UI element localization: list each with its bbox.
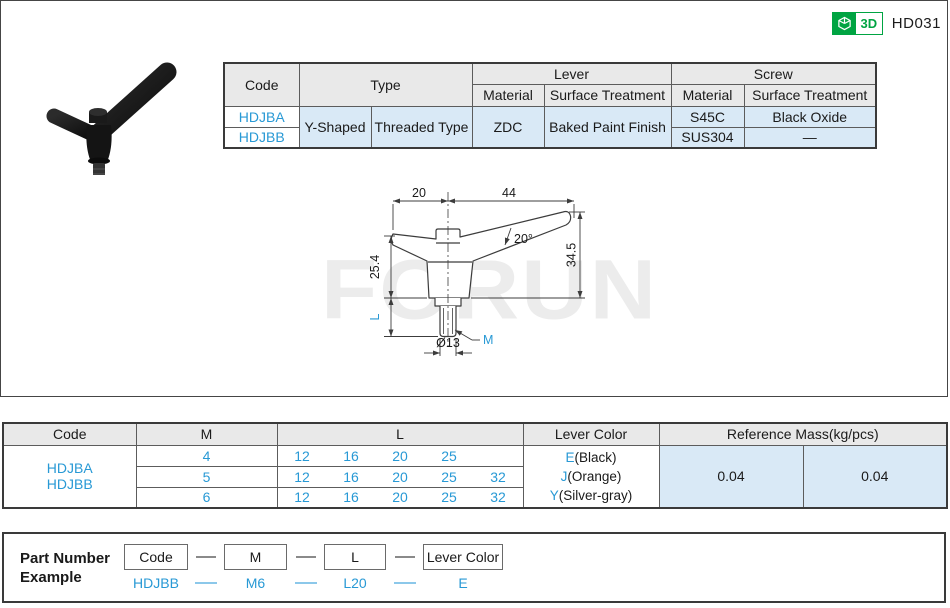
spec-screw-material-1: S45C	[670, 105, 745, 128]
spec-col-lever: Lever	[471, 62, 672, 85]
l-value[interactable]: 20	[392, 489, 408, 506]
spec-col-lever-surface: Surface Treatment	[543, 83, 672, 107]
product-section: 3D HD031	[0, 0, 948, 397]
3d-badge-label: 3D	[860, 16, 878, 31]
spec-screw-surface-1: Black Oxide	[743, 105, 877, 128]
pne-box-lever-color: Lever Color	[423, 544, 503, 570]
l-values: 12 16 20 25 32	[278, 468, 522, 485]
l-value[interactable]: 16	[343, 468, 359, 485]
l-values: 12 16 20 25 32	[278, 489, 522, 506]
spec-code-hdjbb[interactable]: HDJBB	[223, 126, 300, 149]
page-code: HD031	[891, 15, 941, 32]
spec-col-screw-surface: Surface Treatment	[743, 83, 877, 107]
ref-mass-2: 0.04	[802, 444, 948, 509]
table-row: 6 12 16 20 25 32	[3, 486, 947, 509]
size-col-code: Code	[2, 422, 137, 446]
l-value[interactable]: 25	[441, 468, 457, 485]
l-value[interactable]	[474, 448, 523, 464]
dim-arm-long: 44	[502, 186, 516, 200]
dim-thread-length: L	[368, 313, 382, 320]
dash-connector	[394, 556, 415, 558]
pne-value-m: M6	[245, 575, 266, 591]
dim-diameter: Ø13	[436, 336, 460, 350]
l-value[interactable]: 20	[392, 447, 408, 464]
spec-col-screw-material: Material	[670, 83, 745, 107]
m-value[interactable]: 5	[135, 465, 278, 488]
spec-type-shape: Y-Shaped	[298, 105, 372, 149]
l-value[interactable]: 12	[294, 468, 310, 485]
l-value[interactable]: 25	[441, 489, 457, 506]
table-row: HDJBA HDJBB 4 12 16 20 25 E(Black) J(Ora…	[2, 444, 948, 509]
size-col-m: M	[135, 422, 278, 446]
spec-lever-material: ZDC	[471, 105, 545, 149]
part-number-example-title: Part Number Example	[20, 549, 111, 586]
pne-value-l: L20	[343, 575, 367, 591]
spec-screw-material-2: SUS304	[670, 126, 745, 149]
dash-connector-blue	[393, 582, 416, 584]
size-code-2[interactable]: HDJBB	[46, 476, 93, 493]
l-value[interactable]: 12	[294, 489, 310, 506]
dash-connector	[196, 556, 216, 558]
size-col-l: L	[276, 422, 524, 446]
dim-arm-short: 20	[412, 186, 426, 200]
lever-color-cell: E(Black) J(Orange) Y(Silver-gray)	[522, 444, 660, 509]
lever-color-option: J(Orange)	[560, 468, 622, 484]
size-code-1[interactable]: HDJBA	[46, 460, 93, 477]
dimension-lines	[384, 198, 585, 356]
size-code-cell[interactable]: HDJBA HDJBB	[2, 444, 137, 509]
dash-connector-blue	[294, 582, 317, 584]
l-value[interactable]: 32	[490, 468, 506, 485]
forun-watermark: FORUN	[321, 243, 659, 337]
dash-connector-blue	[195, 582, 217, 584]
ref-mass-1: 0.04	[658, 444, 804, 509]
l-value[interactable]: 16	[343, 489, 359, 506]
l-value[interactable]: 12	[294, 447, 310, 464]
product-photo-image	[46, 62, 177, 211]
dim-height-body: 25.4	[368, 255, 382, 279]
l-value[interactable]: 32	[490, 489, 506, 506]
3d-model-button[interactable]: 3D	[831, 12, 883, 35]
l-value[interactable]: 25	[441, 447, 457, 464]
spec-screw-surface-2: —	[743, 126, 877, 149]
product-photo	[31, 53, 201, 211]
size-col-ref-mass: Reference Mass(kg/pcs)	[658, 422, 948, 446]
dim-height-total: 34.5	[565, 243, 579, 267]
pne-box-code: Code	[124, 544, 188, 570]
dim-thread-size: M	[483, 333, 493, 347]
spec-lever-surface: Baked Paint Finish	[543, 105, 672, 149]
spec-col-screw: Screw	[670, 62, 877, 85]
l-value[interactable]: 16	[343, 447, 359, 464]
cube-3d-icon	[832, 13, 856, 34]
lever-outline	[390, 210, 572, 338]
pne-value-code: HDJBB	[133, 575, 179, 591]
m-value[interactable]: 4	[135, 444, 278, 467]
spec-col-type: Type	[298, 62, 473, 107]
part-number-grid: Code M L Lever Color HDJBB M6 L20 E	[124, 544, 503, 591]
spec-type-mount: Threaded Type	[370, 105, 473, 149]
part-number-example: Part Number Example Code M L Lever Color…	[2, 532, 946, 603]
l-value[interactable]: 20	[392, 468, 408, 485]
pne-value-lever-color: E	[458, 575, 468, 591]
spec-table: Code Type Lever Screw Material Surface T…	[223, 62, 877, 149]
dash-connector	[295, 556, 316, 558]
pne-box-l: L	[324, 544, 386, 570]
dim-angle: 20°	[514, 232, 533, 246]
spec-col-lever-material: Material	[471, 83, 545, 107]
table-row: 5 12 16 20 25 32	[3, 465, 947, 488]
lever-color-option: Y(Silver-gray)	[549, 487, 633, 503]
m-value[interactable]: 6	[135, 486, 278, 509]
pne-box-m: M	[224, 544, 287, 570]
size-table: Code M L Lever Color Reference Mass(kg/p…	[2, 422, 948, 509]
technical-drawing: 20 44 20° 34.5 25.4 L M Ø13	[351, 184, 663, 397]
size-col-lever-color: Lever Color	[522, 422, 660, 446]
lever-color-option: E(Black)	[565, 449, 617, 465]
spec-code-hdjba[interactable]: HDJBA	[223, 105, 300, 128]
l-values: 12 16 20 25	[278, 447, 523, 464]
brand-row: 3D HD031	[831, 12, 941, 35]
spec-col-code: Code	[223, 62, 300, 107]
